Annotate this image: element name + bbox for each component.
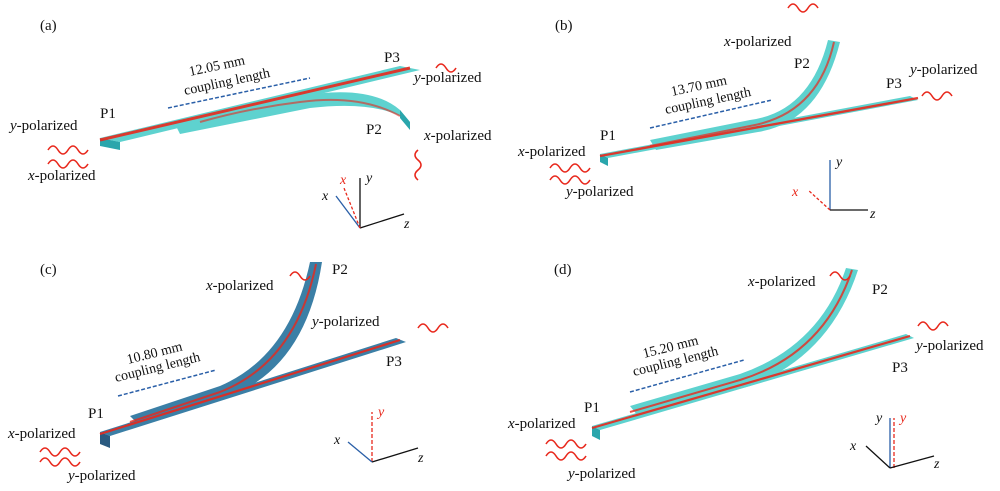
waveguide-curved: [630, 268, 858, 416]
wave-icon: [917, 321, 949, 331]
axis-z-label: z: [417, 451, 424, 466]
port-p1: P1: [88, 406, 104, 422]
axis-x: [335, 195, 361, 229]
wave-icon: [829, 271, 851, 281]
mode-path: [599, 96, 919, 158]
output-pol-p3: y-polarized: [310, 314, 380, 330]
axis-z: [359, 213, 405, 229]
axis-y-label: y: [364, 171, 373, 186]
wave-icon: [435, 63, 457, 73]
panel-c-tag: (c): [40, 262, 57, 278]
mode-path-secondary: [129, 263, 317, 423]
coupling-dimension: [167, 77, 311, 109]
mode-path-secondary: [629, 269, 853, 413]
panel-a-figure: (a) 12.05 mm coupling length P1 P2 P3 y-…: [8, 18, 492, 232]
panel-d-figure: (d) 15.20 mm coupling length P1 P2 P3 x-…: [507, 262, 984, 482]
axis-z-label: z: [869, 207, 876, 222]
wave-icon: [921, 91, 953, 101]
axis-x: [807, 189, 831, 211]
axis-z: [371, 447, 419, 463]
coupling-dimension: [117, 369, 217, 397]
input-pol-2: y-polarized: [66, 468, 136, 484]
output-pol-p2: x-polarized: [205, 278, 274, 294]
axis-z: [889, 455, 935, 469]
panel-d-tag: (d): [554, 262, 572, 278]
port-p2: P2: [332, 262, 348, 278]
panel-b-tag: (b): [555, 18, 573, 34]
port-p1: P1: [584, 400, 600, 416]
wave-icon: [39, 447, 81, 457]
axis-y-label: y: [874, 411, 883, 426]
axis-x-red: [343, 187, 361, 229]
axis-z-label: z: [403, 217, 410, 232]
output-pol-p3: y-polarized: [412, 70, 482, 86]
waveguide-straight-side: [100, 432, 110, 448]
axis-y-red-label: y: [898, 411, 907, 426]
input-pol-2: y-polarized: [564, 184, 634, 200]
input-pol-1: x-polarized: [517, 144, 586, 160]
axis-x-red-label: x: [339, 173, 347, 188]
input-pol-2: y-polarized: [566, 466, 636, 482]
axis-x-label: x: [849, 439, 857, 454]
waveguide-straight-side: [600, 154, 608, 166]
mode-path: [591, 334, 911, 430]
wave-icon: [787, 3, 819, 13]
axis-y-label: y: [834, 155, 843, 170]
input-pol-1: x-polarized: [507, 416, 576, 432]
wave-icon: [417, 323, 449, 333]
axis-y-label: y: [376, 405, 385, 420]
wave-icon: [414, 149, 422, 181]
panel-c-figure: (c) 10.80 mm coupling length P1 P2 P3 x-…: [7, 262, 449, 484]
waveguide-curved: [175, 92, 410, 134]
input-pol-2: x-polarized: [27, 168, 96, 184]
port-p3: P3: [384, 50, 400, 66]
wave-icon: [549, 175, 591, 185]
port-p3: P3: [892, 360, 908, 376]
output-pol-p3: y-polarized: [908, 62, 978, 78]
output-pol-p2: x-polarized: [423, 128, 492, 144]
port-p3: P3: [886, 76, 902, 92]
panel-b: (b) 13.70 mm coupling length P1 P2 P3 x-…: [500, 0, 1000, 245]
panel-a-tag: (a): [40, 18, 57, 34]
waveguide-straight-side: [592, 426, 600, 440]
wave-icon: [47, 159, 89, 169]
mode-path-secondary: [199, 98, 401, 123]
waveguide-straight-side: [100, 138, 120, 150]
wave-icon: [545, 451, 587, 461]
port-p2: P2: [794, 56, 810, 72]
output-pol-p2: x-polarized: [747, 274, 816, 290]
wave-icon: [47, 145, 89, 155]
port-p2: P2: [872, 282, 888, 298]
waveguide-curved-end: [400, 110, 410, 130]
wave-icon: [545, 439, 587, 449]
wave-icon: [549, 163, 591, 173]
mode-path-secondary: [649, 41, 835, 147]
mode-path: [99, 66, 411, 142]
input-pol-1: y-polarized: [8, 118, 78, 134]
wave-icon: [289, 271, 311, 281]
axis-x-label: x: [333, 433, 341, 448]
panel-c: (c) 10.80 mm coupling length P1 P2 P3 x-…: [0, 246, 500, 491]
panel-b-figure: (b) 13.70 mm coupling length P1 P2 P3 x-…: [517, 3, 978, 222]
axis-x-label: x: [321, 189, 329, 204]
port-p1: P1: [600, 128, 616, 144]
output-pol-p2: x-polarized: [723, 34, 792, 50]
panel-d: (d) 15.20 mm coupling length P1 P2 P3 x-…: [500, 246, 1000, 491]
axis-x: [347, 441, 373, 463]
port-p1: P1: [100, 106, 116, 122]
panel-a: (a) 12.05 mm coupling length P1 P2 P3 y-…: [0, 0, 500, 245]
port-p2: P2: [366, 122, 382, 138]
input-pol-1: x-polarized: [7, 426, 76, 442]
output-pol-p3: y-polarized: [914, 338, 984, 354]
port-p3: P3: [386, 354, 402, 370]
coupling-dimension: [629, 359, 745, 393]
axis-x: [865, 445, 891, 469]
mode-path: [99, 338, 401, 436]
axis-z-label: z: [933, 457, 940, 472]
axis-x-label: x: [791, 185, 799, 200]
wave-icon: [39, 457, 81, 467]
coupling-dimension: [649, 99, 773, 129]
